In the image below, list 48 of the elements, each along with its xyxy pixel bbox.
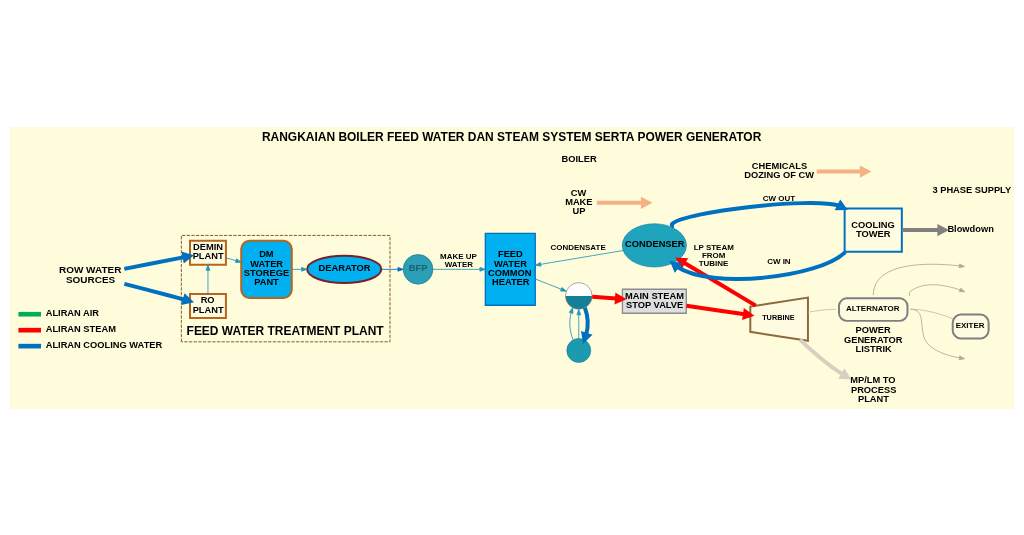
arrow: [535, 249, 624, 267]
node-label: POWER GENERATOR LISTRIK: [843, 324, 903, 354]
node-box: RO PLANT: [189, 292, 227, 319]
arrow: [123, 251, 194, 271]
arrow: [908, 283, 966, 296]
node-text: Blowdown: [947, 223, 994, 234]
arrow: [581, 306, 593, 344]
arrow: [910, 308, 966, 360]
arrow: [596, 196, 653, 209]
arrow: [291, 266, 308, 272]
arrow: [669, 198, 848, 228]
arrow: [225, 256, 242, 263]
node-ellipse: DEARATOR: [306, 254, 383, 284]
node-box: MAIN STEAM STOP VALVE: [621, 288, 687, 314]
node-circle: [565, 281, 593, 310]
diagram-title: RANGKAIAN BOILER FEED WATER DAN STEAM SYSTEM SERTA POWER GENERATOR: [261, 129, 762, 144]
arrow: [123, 281, 195, 305]
node-box: FEED WATER COMMON HEATER: [484, 232, 536, 306]
node-box: DEMIN PLANT: [189, 239, 227, 266]
node-text: CW MAKE UP: [565, 187, 593, 216]
legend-label: ALIRAN COOLING WATER: [45, 339, 163, 350]
arrow: [592, 291, 627, 305]
connector: [807, 308, 837, 313]
node-circle: [566, 337, 592, 363]
node-box: DM WATER STOREGE PANT: [240, 239, 293, 299]
legend-label: ALIRAN STEAM: [45, 323, 116, 334]
label: 3 PHASE SUPPLY: [932, 184, 1012, 195]
arrow: [901, 223, 949, 236]
node-circle: BFP: [402, 253, 434, 284]
arrow: [798, 337, 852, 379]
node-box: TURBINE: [749, 295, 809, 342]
arrow: [381, 266, 404, 272]
arrow: [534, 278, 567, 292]
node-box: COOLING TOWER: [843, 206, 903, 253]
node-text: ROW WATER SOURCES: [58, 263, 122, 285]
arrow: [675, 256, 757, 307]
arrow: [872, 263, 965, 296]
node-text: MP/LM TO PROCESS PLANT: [850, 374, 897, 404]
arrow: [816, 164, 872, 178]
label: BOILER: [561, 153, 597, 164]
arrow: [568, 306, 574, 340]
legend-label: ALIRAN AIR: [45, 307, 100, 318]
node-text: CHEMICALS DOZING OF CW: [744, 160, 814, 180]
arrow: [576, 308, 582, 339]
arrow: [432, 266, 486, 272]
arrow: [205, 264, 211, 294]
arrow: [686, 303, 755, 320]
arrow: [669, 249, 847, 281]
